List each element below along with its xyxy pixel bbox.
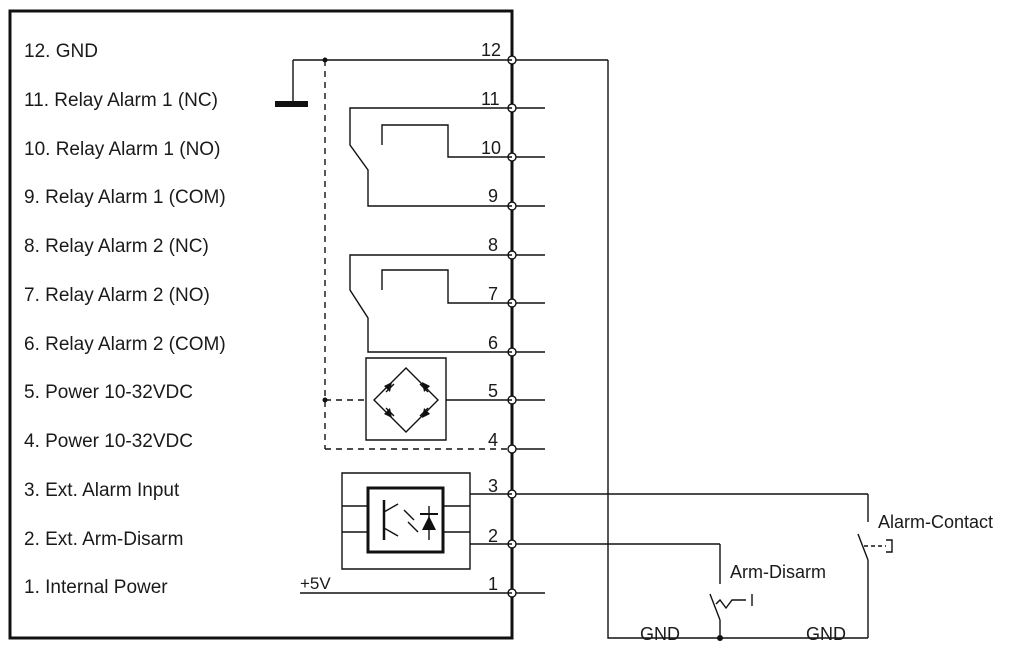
terminal-number-10: 10: [481, 138, 502, 158]
terminal-number-4: 4: [488, 430, 499, 450]
alarm-contact-label: Alarm-Contact: [878, 512, 994, 532]
pin-label-7: 7. Relay Alarm 2 (NO): [24, 285, 210, 306]
pin-label-3: 3. Ext. Alarm Input: [24, 480, 180, 501]
dashed-power-link: [325, 60, 512, 449]
relay-alarm-2: [350, 255, 512, 352]
pin-label-6: 6. Relay Alarm 2 (COM): [24, 334, 226, 355]
external-wiring: [608, 60, 868, 641]
terminal-pins: [512, 60, 868, 593]
gnd-left-label: GND: [640, 624, 680, 644]
bridge-rectifier: [366, 358, 512, 440]
relay-alarm-1: [350, 108, 512, 206]
pin-label-12: 12. GND: [24, 41, 98, 62]
pin-label-5: 5. Power 10-32VDC: [24, 382, 193, 403]
terminal-number-5: 5: [488, 381, 499, 401]
pin-label-8: 8. Relay Alarm 2 (NC): [24, 236, 209, 257]
pin-label-11: 11. Relay Alarm 1 (NC): [24, 90, 218, 111]
pin-label-4: 4. Power 10-32VDC: [24, 431, 193, 452]
terminal-number-7: 7: [488, 284, 499, 304]
pin-label-2: 2. Ext. Arm-Disarm: [24, 529, 184, 550]
plus5v-label: +5V: [300, 574, 331, 593]
gnd-right-label: GND: [806, 624, 846, 644]
internal-ground: [275, 57, 512, 107]
arm-disarm-label: Arm-Disarm: [730, 562, 826, 582]
pin-label-1: 1. Internal Power: [24, 577, 168, 598]
terminal-number-3: 3: [488, 476, 499, 496]
terminal-number-8: 8: [488, 235, 499, 255]
terminal-number-2: 2: [488, 526, 499, 546]
terminal-number-1: 1: [488, 574, 499, 594]
device-housing: [10, 11, 512, 638]
pin-label-9: 9. Relay Alarm 1 (COM): [24, 187, 226, 208]
optocoupler: [342, 473, 512, 569]
arm-disarm-switch: [716, 594, 752, 608]
pin-label-10: 10. Relay Alarm 1 (NO): [24, 139, 221, 160]
terminal-number-9: 9: [488, 186, 499, 206]
terminal-number-11: 11: [481, 89, 500, 109]
terminal-number-6: 6: [488, 333, 499, 353]
terminal-number-12: 12: [481, 40, 502, 60]
